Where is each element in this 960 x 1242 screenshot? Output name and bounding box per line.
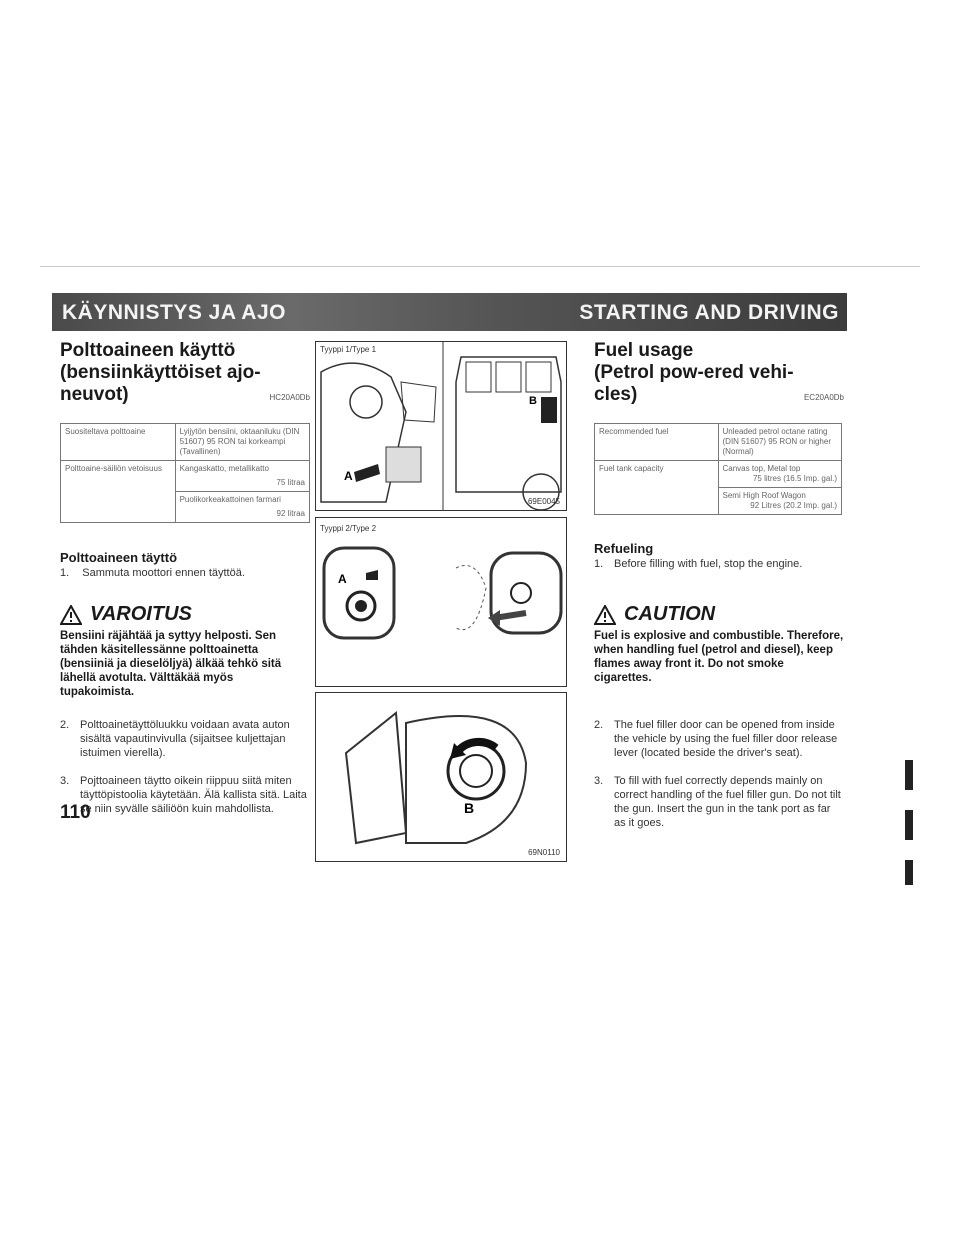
- table-cell: Unleaded petrol octane rating (DIN 51607…: [717, 423, 842, 461]
- en-heading-line1: Fuel usage: [594, 340, 694, 361]
- top-rule: [40, 266, 920, 267]
- scan-artifact: [905, 760, 913, 790]
- step-number: 2.: [60, 719, 70, 731]
- warning-triangle-icon: [60, 604, 82, 625]
- fi-step-3: 3. Pojttoaineen täytto oikein riippuu si…: [60, 774, 310, 816]
- en-subheading: Refueling: [594, 541, 654, 556]
- figure-code: 69E0045: [527, 497, 560, 506]
- warning-title: VAROITUS: [90, 603, 192, 625]
- fuel-door-lever-illustration: A B: [320, 342, 562, 510]
- fi-warning-box: VAROITUS Bensiini räjähtää ja syttyy hel…: [60, 603, 310, 699]
- svg-text:A: A: [338, 572, 347, 586]
- step-text: The fuel filler door can be opened from …: [614, 719, 838, 759]
- en-heading: Fuel usage (Petrol pow-ered vehi- cles) …: [594, 340, 844, 409]
- en-step-2: 2. The fuel filler door can be opened fr…: [594, 718, 844, 760]
- step-number: 1.: [594, 558, 604, 570]
- table-cell: Puolikorkeakattoinen farmari 92 litraa: [174, 491, 311, 523]
- svg-text:A: A: [344, 469, 353, 483]
- table-cell: Canvas top, Metal top 75 litres (16.5 Im…: [717, 460, 842, 488]
- fi-heading-line2: (bensiinkäyttöiset ajo-: [60, 362, 261, 383]
- svg-text:B: B: [464, 800, 474, 816]
- fi-heading-line1: Polttoaineen käyttö: [60, 340, 236, 361]
- table-row: Polttoaine-säiliön vetoisuus Kangaskatto…: [60, 460, 311, 523]
- table-row: Puolikorkeakattoinen farmari 92 litraa: [61, 491, 311, 523]
- section-header-bar: KÄYNNISTYS JA AJO STARTING AND DRIVING: [52, 293, 847, 331]
- caution-title: CAUTION: [624, 603, 716, 625]
- step-number: 3.: [594, 775, 604, 787]
- figure-filler-door: B 69N0110: [315, 692, 567, 862]
- en-doc-code: EC20A0Db: [803, 393, 844, 402]
- cell-amount: 92 litraa: [276, 509, 305, 518]
- cell-text: Puolikorkeakattoinen farmari: [179, 495, 281, 504]
- table-cell: Suositeltava polttoaine: [60, 423, 176, 461]
- cell-amount: 92 Litres (20.2 Imp. gal.): [750, 501, 837, 510]
- page-number: 110: [60, 802, 91, 823]
- cell-text: Semi High Roof Wagon: [722, 491, 806, 500]
- cell-text: Kangaskatto, metallikatto: [179, 464, 269, 473]
- step-text: Polttoainetäyttöluukku voidaan avata aut…: [80, 719, 290, 759]
- step-text: Sammuta moottori ennen täyttöä.: [82, 567, 245, 579]
- figure-type2: Tyyppi 2/Type 2 A: [315, 517, 567, 687]
- step-text: Pojttoaineen täytto oikein riippuu siitä…: [80, 775, 307, 815]
- figure-label: Tyyppi 2/Type 2: [320, 524, 377, 533]
- en-fuel-spec-table: Recommended fuel Unleaded petrol octane …: [594, 423, 842, 515]
- step-number: 1.: [60, 567, 70, 579]
- figure-type1: Tyyppi 1/Type 1 A B 69E0045: [315, 341, 567, 511]
- table-row: Semi High Roof Wagon 92 Litres (20.2 Imp…: [595, 487, 842, 515]
- warning-triangle-icon: [594, 604, 616, 625]
- fi-fuel-spec-table: Suositeltava polttoaine Lyijytön bensiin…: [60, 423, 311, 523]
- step-number: 2.: [594, 719, 604, 731]
- cell-amount: 75 litraa: [276, 478, 305, 487]
- fi-heading: Polttoaineen käyttö (bensiinkäyttöiset a…: [60, 340, 310, 409]
- fi-step-1: 1. Sammuta moottori ennen täyttöä.: [60, 566, 310, 580]
- step-number: 3.: [60, 775, 70, 787]
- svg-text:B: B: [529, 395, 537, 407]
- table-cell: Lyijytön bensiini, oktaaniluku (DIN 5160…: [174, 423, 311, 461]
- cell-text: Canvas top, Metal top: [722, 464, 801, 473]
- figure-code: 69N0110: [528, 848, 560, 857]
- fi-heading-line3: neuvot): [60, 384, 129, 405]
- table-cell: Polttoaine-säiliön vetoisuus: [60, 460, 176, 523]
- en-caution-box: CAUTION Fuel is explosive and combustibl…: [594, 603, 844, 685]
- fi-subheading: Polttoaineen täyttö: [60, 550, 178, 565]
- step-text: Before filling with fuel, stop the engin…: [614, 558, 803, 570]
- scan-artifact: [905, 810, 913, 840]
- cell-amount: 75 litres (16.5 Imp. gal.): [752, 474, 837, 483]
- en-step-3: 3. To fill with fuel correctly depends m…: [594, 774, 844, 830]
- warning-text: Bensiini räjähtää ja syttyy helposti. Se…: [60, 630, 282, 698]
- table-row: Suositeltava polttoaine Lyijytön bensiin…: [60, 423, 311, 461]
- table-cell: Recommended fuel: [594, 423, 719, 461]
- table-cell: Fuel tank capacity: [594, 460, 719, 515]
- section-title-fi: KÄYNNISTYS JA AJO: [62, 301, 286, 324]
- en-heading-line2: (Petrol pow-ered vehi-: [594, 362, 794, 383]
- scan-artifact: [905, 860, 913, 885]
- filler-door-open-illustration: B: [344, 711, 528, 845]
- step-text: To fill with fuel correctly depends main…: [614, 775, 841, 829]
- fi-doc-code: HC20A0Db: [269, 393, 310, 402]
- table-cell: Kangaskatto, metallikatto 75 litraa: [174, 460, 311, 492]
- fi-step-2: 2. Polttoainetäyttöluukku voidaan avata …: [60, 718, 310, 760]
- section-title-en: STARTING AND DRIVING: [579, 301, 839, 324]
- caution-text: Fuel is explosive and combustible. There…: [594, 630, 844, 684]
- en-heading-line3: cles): [594, 384, 638, 405]
- table-cell: Semi High Roof Wagon 92 Litres (20.2 Imp…: [717, 487, 842, 515]
- figure-label: Tyyppi 1/Type 1: [320, 345, 377, 354]
- table-row: Fuel tank capacity Canvas top, Metal top…: [594, 460, 842, 515]
- en-step-1: 1. Before filling with fuel, stop the en…: [594, 557, 844, 571]
- table-row: Recommended fuel Unleaded petrol octane …: [594, 423, 842, 461]
- fuel-cap-illustration: A: [322, 546, 563, 640]
